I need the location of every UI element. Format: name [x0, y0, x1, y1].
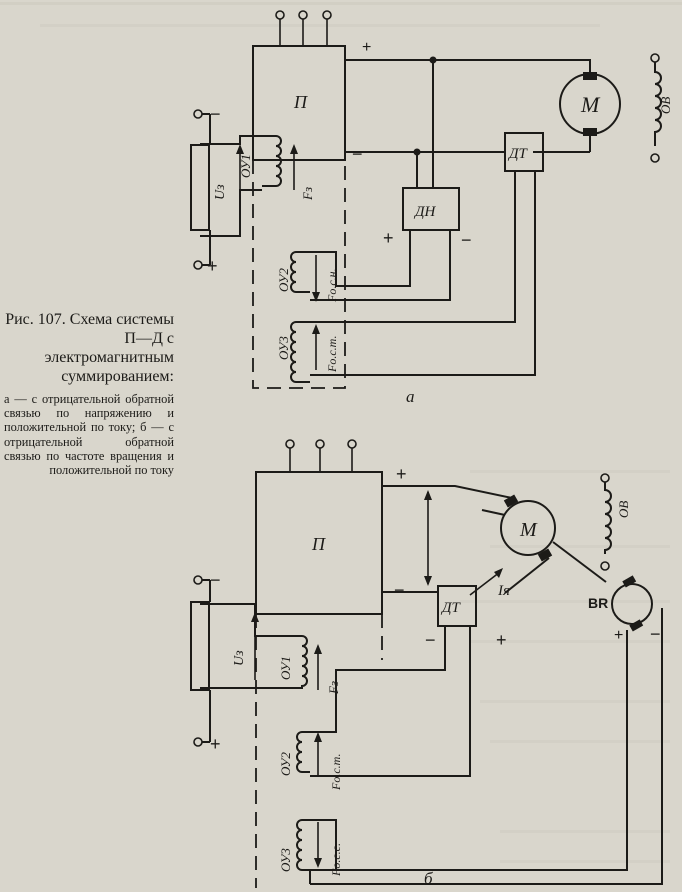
wire-dt-plus-a: [310, 171, 516, 323]
converter-minus-a: −: [352, 144, 363, 164]
wire-dn-minus-a: [310, 230, 451, 301]
tachogenerator-b: BR + −: [310, 575, 663, 885]
svg-text:Fо.с.н.: Fо.с.н.: [325, 268, 339, 303]
svg-text:−: −: [461, 230, 472, 250]
diagram-a: П + − М ОВ ДТ ДН + −: [190, 10, 673, 406]
voltage-sensor-label-a: ДН: [413, 204, 437, 220]
wire-dt-minus-b: [310, 626, 446, 733]
wire-tacho-plus-b: [310, 630, 628, 871]
control-winding-1-a: ОУ1 Fз: [238, 135, 315, 201]
field-label-a: ОВ: [658, 97, 673, 114]
reference-potentiometer-b: − + Uз: [190, 570, 262, 754]
u-ref-label-b: Uз: [232, 650, 247, 666]
svg-text:+: +: [396, 464, 407, 484]
current-sensor-b: [437, 585, 477, 627]
sublabel-a: а: [406, 387, 415, 406]
field-winding-a: ОВ: [650, 53, 673, 163]
svg-text:ОУ2: ОУ2: [276, 268, 291, 292]
field-winding-b: ОВ: [600, 473, 631, 571]
svg-text:+: +: [496, 630, 507, 650]
svg-text:−: −: [210, 570, 221, 590]
supply-terminals-b: [285, 439, 357, 472]
field-label-b: ОВ: [616, 501, 631, 518]
svg-text:Fз: Fз: [326, 681, 341, 695]
svg-text:+: +: [383, 228, 394, 248]
wire-dn-plus-a: [310, 230, 411, 287]
supply-terminals-a: [275, 10, 332, 46]
svg-text:−: −: [650, 624, 661, 644]
svg-text:Fз: Fз: [300, 187, 315, 201]
svg-text:ОУ1: ОУ1: [238, 154, 253, 178]
converter-label-a: П: [293, 92, 308, 112]
svg-text:ОУ1: ОУ1: [278, 656, 293, 680]
svg-text:Fо.с.т.: Fо.с.т.: [329, 754, 343, 791]
converter-label-b: П: [311, 534, 326, 554]
u-ref-label-a: Uз: [213, 184, 228, 200]
svg-text:Fо.с.т.: Fо.с.т.: [325, 336, 339, 373]
control-winding-3-a: ОУ3 Fо.с.т.: [276, 321, 339, 383]
tacho-label-b: BR: [588, 595, 608, 611]
figure-caption: Рис. 107. Схема системы П—Д с электромаг…: [4, 310, 174, 490]
reference-potentiometer-a: − + Uз: [190, 104, 262, 276]
motor-a: М: [559, 72, 621, 152]
caption-title: Рис. 107. Схема системы П—Д с электромаг…: [5, 311, 174, 385]
svg-text:ОУ3: ОУ3: [278, 848, 293, 872]
svg-text:−: −: [425, 630, 436, 650]
current-sensor-label-b: ДТ: [440, 600, 462, 616]
svg-text:+: +: [614, 627, 623, 644]
converter-plus-a: +: [362, 39, 371, 56]
motor-b: М: [481, 494, 607, 594]
control-winding-2-a: ОУ2 Fо.с.н.: [276, 251, 339, 303]
caption-description: а — с отрицательной обратной связью по н…: [4, 392, 174, 478]
current-label-b: Iя: [497, 583, 510, 599]
current-sensor-a: [504, 132, 544, 172]
converter-box-b: [255, 471, 383, 615]
svg-text:−: −: [210, 104, 221, 124]
diagram-b: П + − М Iя ДТ − +: [190, 439, 663, 888]
control-winding-3-b: ОУ3 Fо.с.с.: [278, 819, 343, 884]
svg-text:−: −: [394, 580, 405, 600]
wire-tacho-minus-b: [310, 608, 663, 885]
current-sensor-label-a: ДТ: [507, 146, 529, 162]
svg-text:ОУ2: ОУ2: [278, 752, 293, 776]
svg-text:ОУ3: ОУ3: [276, 336, 291, 360]
control-winding-1-b: ОУ1 Fз: [262, 635, 341, 695]
converter-box-a: [252, 45, 346, 161]
motor-label-a: М: [580, 92, 601, 117]
magnetic-core-a: [252, 160, 346, 389]
sublabel-b: б: [424, 869, 433, 888]
voltage-sensor-a: [402, 187, 460, 231]
control-winding-2-b: ОУ2 Fо.с.т.: [278, 731, 343, 791]
svg-text:+: +: [207, 256, 218, 276]
wire-dt-minus-a: [310, 171, 536, 376]
wire-dt-plus-b: [310, 626, 471, 777]
motor-label-b: М: [519, 519, 538, 541]
wire-plus-b: [382, 485, 513, 499]
background-print: [0, 2, 682, 863]
svg-text:+: +: [210, 734, 221, 754]
wire-plus-a: [345, 59, 591, 75]
